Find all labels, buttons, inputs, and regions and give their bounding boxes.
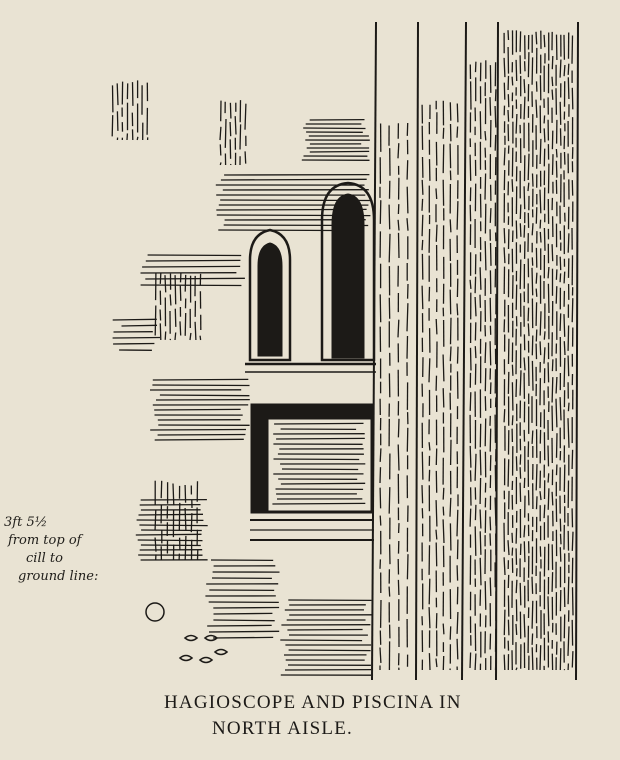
caption-line-1: HAGIOSCOPE AND PISCINA IN: [164, 692, 462, 713]
handwritten-measurement-note: 3ft 5½ from top of cill to ground line:: [4, 514, 134, 586]
note-line: 3ft 5½: [4, 515, 48, 530]
caption-line-2: NORTH AISLE.: [212, 718, 353, 739]
note-line: ground line:: [18, 569, 99, 584]
note-line: cill to: [26, 551, 63, 566]
figure-caption: HAGIOSCOPE AND PISCINA IN NORTH AISLE.: [164, 690, 584, 742]
note-line: from top of: [8, 533, 82, 548]
